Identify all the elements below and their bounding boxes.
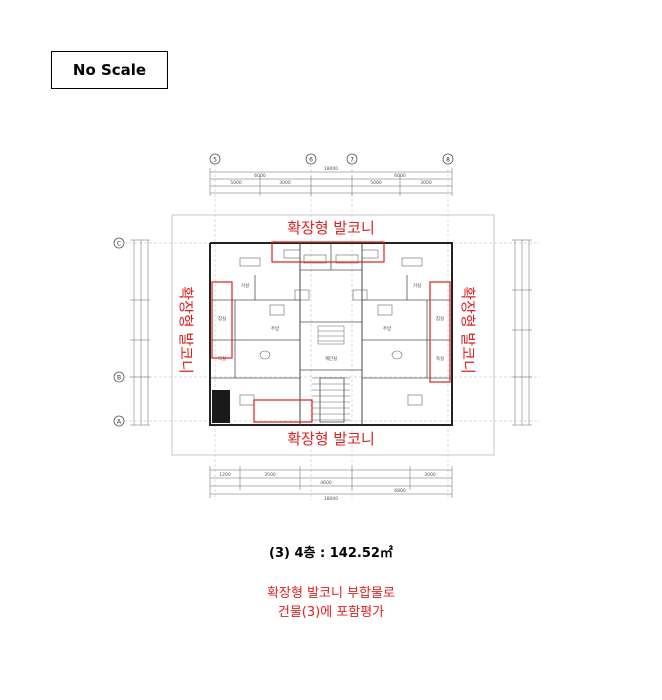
fixtures	[239, 249, 423, 406]
dim-top-left: 6000	[254, 173, 266, 179]
balcony-left	[211, 281, 233, 359]
site-boundary	[171, 214, 495, 456]
balcony-top	[271, 241, 385, 263]
room-label-kitchen-right: 주방	[383, 325, 391, 332]
dimension-lines-left	[130, 239, 150, 426]
grid-label-5: 5	[213, 157, 217, 164]
dimension-lines-right	[512, 239, 532, 426]
room-label-bath-right: 욕실	[436, 355, 444, 362]
grid-label-6: 6	[309, 157, 313, 164]
dim-bottom-c: 4600	[320, 480, 332, 486]
grid-label-8: 8	[446, 157, 450, 164]
note-line-1: 확장형 발코니 부합물로	[267, 586, 395, 601]
grid-label-7: 7	[350, 157, 354, 164]
dim-bottom-a: 1200	[219, 472, 231, 478]
balcony-label-bottom: 확장형 발코니	[287, 430, 375, 448]
balcony-label-right: 확장형 발코니	[459, 286, 477, 374]
dimension-lines-top	[209, 168, 453, 196]
room-label-living-left: 거실	[241, 282, 249, 289]
floor-area-caption: (3) 4층 : 142.52㎡	[269, 546, 393, 561]
dim-top-b: 3000	[279, 180, 291, 186]
building-walls	[209, 242, 453, 426]
room-label-living-right: 거실	[413, 282, 421, 289]
dim-bottom-e: 6800	[394, 488, 406, 494]
dim-top-d: 3000	[420, 180, 432, 186]
balcony-right	[429, 281, 451, 383]
dim-bottom-total: 18000	[324, 496, 338, 502]
room-label-bed-right: 침실	[436, 315, 444, 322]
note-line-2: 건물(3)에 포함평가	[277, 605, 385, 620]
balcony-label-left: 확장형 발코니	[177, 286, 195, 374]
dim-bottom-d: 3000	[424, 472, 436, 478]
dim-top-a: 5000	[230, 180, 242, 186]
room-label-bed-left: 침실	[218, 315, 226, 322]
balcony-bottom	[253, 399, 313, 423]
dim-top-total: 18000	[324, 166, 338, 172]
no-scale-text: No Scale	[72, 61, 147, 79]
room-label-kitchen-left: 주방	[271, 325, 279, 332]
grid-label-b: B	[117, 375, 121, 382]
grid-label-c: C	[117, 241, 121, 248]
balcony-outlines	[211, 241, 451, 423]
grid-label-a: A	[117, 419, 122, 426]
room-label-stair: 계단실	[325, 355, 337, 362]
dimension-lines-bottom	[209, 466, 453, 498]
no-scale-badge: No Scale	[51, 51, 168, 89]
balcony-label-top: 확장형 발코니	[287, 219, 375, 237]
dim-bottom-b: 3500	[264, 472, 276, 478]
grid-markers-top: 5 6 7 8	[209, 153, 454, 500]
staircase	[312, 325, 350, 421]
dim-top-c: 5000	[370, 180, 382, 186]
dim-top-right: 6000	[394, 173, 406, 179]
